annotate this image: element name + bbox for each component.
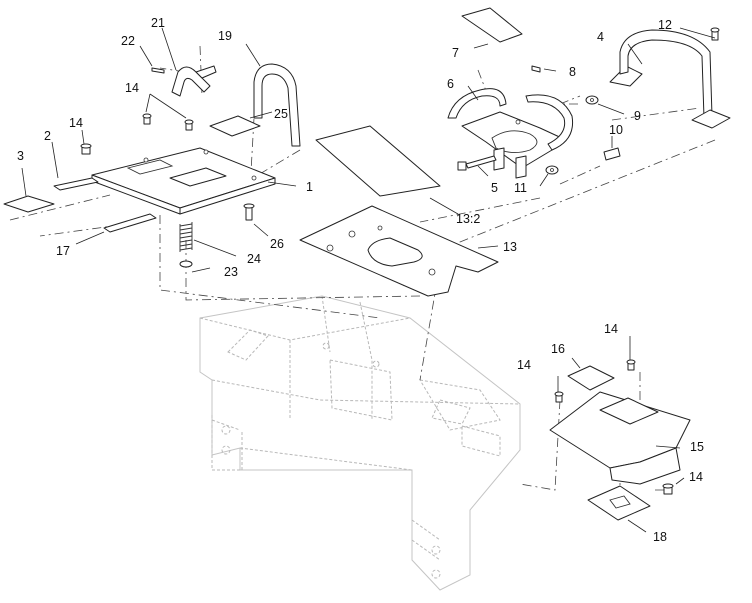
leader-lines bbox=[21, 27, 716, 533]
part-14-bolt-a bbox=[142, 113, 152, 125]
callout-4: 4 bbox=[597, 30, 604, 44]
part-12-bolt bbox=[710, 27, 720, 41]
part-13-2-mat bbox=[315, 125, 441, 197]
callout-14-b: 14 bbox=[69, 116, 83, 130]
part-5-bolt bbox=[457, 155, 497, 171]
part-18-bracket bbox=[587, 485, 651, 521]
callout-21: 21 bbox=[151, 16, 165, 30]
callout-17: 17 bbox=[56, 244, 70, 258]
callout-12: 12 bbox=[658, 18, 672, 32]
part-1-plate bbox=[91, 147, 276, 215]
callout-14-d: 14 bbox=[604, 322, 618, 336]
callout-6: 6 bbox=[447, 77, 454, 91]
part-14-bolt-f bbox=[662, 483, 674, 495]
callout-7: 7 bbox=[452, 46, 459, 60]
part-11-nut bbox=[545, 165, 559, 175]
callout-2: 2 bbox=[44, 129, 51, 143]
part-14-bolt-d bbox=[554, 391, 564, 403]
part-22-pin bbox=[151, 67, 165, 74]
part-24-spring bbox=[179, 222, 193, 252]
callout-11: 11 bbox=[514, 181, 527, 195]
part-21-lever bbox=[171, 65, 217, 97]
part-26-bolt bbox=[243, 203, 255, 221]
part-13-floor-plate bbox=[299, 205, 499, 297]
part-3-decal bbox=[3, 195, 55, 213]
part-25-decal bbox=[209, 115, 261, 137]
part-6-handle-assembly bbox=[447, 88, 574, 179]
part-19-handle bbox=[253, 63, 301, 147]
part-10-pin bbox=[603, 147, 621, 161]
callout-24: 24 bbox=[247, 252, 261, 266]
part-14-bolt-e bbox=[626, 359, 636, 371]
callout-13: 13 bbox=[503, 240, 517, 254]
callout-13-2: 13:2 bbox=[456, 212, 480, 226]
callout-10: 10 bbox=[609, 123, 623, 137]
part-14-bolt-b bbox=[184, 119, 194, 131]
part-2-decal bbox=[53, 177, 99, 191]
part-16-decal bbox=[567, 365, 615, 391]
callout-18: 18 bbox=[653, 530, 667, 544]
callout-22: 22 bbox=[121, 34, 135, 48]
callout-19: 19 bbox=[218, 29, 232, 43]
callout-14-e: 14 bbox=[689, 470, 703, 484]
part-7-decal bbox=[461, 7, 523, 43]
callouts: 1 2 3 4 5 6 7 8 9 10 11 12 13 13:2 14 14… bbox=[17, 16, 704, 544]
callout-1: 1 bbox=[306, 180, 313, 194]
callout-14-c: 14 bbox=[517, 358, 531, 372]
callout-3: 3 bbox=[17, 149, 24, 163]
part-17-bar bbox=[103, 213, 157, 233]
part-9-nut bbox=[585, 95, 599, 105]
callout-9: 9 bbox=[634, 109, 641, 123]
callout-8: 8 bbox=[569, 65, 576, 79]
callout-26: 26 bbox=[270, 237, 284, 251]
part-15-cover bbox=[549, 391, 691, 485]
part-14-bolt-c bbox=[80, 143, 92, 155]
part-4-handle bbox=[609, 29, 731, 129]
callout-23: 23 bbox=[224, 265, 238, 279]
callout-5: 5 bbox=[491, 181, 498, 195]
callout-15: 15 bbox=[690, 440, 704, 454]
callout-25: 25 bbox=[274, 107, 288, 121]
part-8-pin bbox=[531, 65, 541, 73]
main-frame bbox=[199, 295, 521, 591]
part-23-washer bbox=[179, 260, 193, 268]
callout-14-a: 14 bbox=[125, 81, 139, 95]
callout-16: 16 bbox=[551, 342, 565, 356]
